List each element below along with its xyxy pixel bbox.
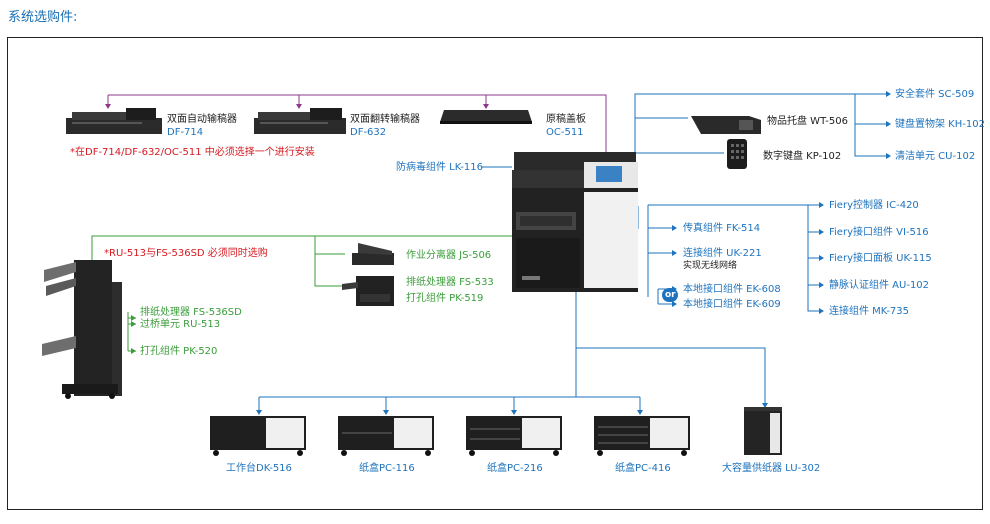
large-capacity-tray-icon	[744, 407, 782, 455]
au102-label: 静脉认证组件 AU-102	[829, 280, 930, 291]
or-badge-icon	[662, 288, 678, 302]
page-title: 系统选购件:	[8, 10, 78, 25]
paper-cabinet-icon	[338, 416, 434, 456]
pc116-label: 纸盒PC-116	[359, 463, 415, 474]
right-top-connector	[634, 93, 890, 157]
tray-label: 物品托盘 WT-506	[767, 116, 848, 127]
finisher-note: *RU-513与FS-536SD 必须同时选购	[104, 248, 268, 259]
paper-cabinet-icon	[594, 416, 690, 456]
fs536-label: 排纸处理器 FS-536SD	[140, 307, 242, 318]
finisher-icon	[42, 260, 122, 399]
paper-cabinet-icon	[210, 416, 306, 456]
keypad-icon	[727, 139, 747, 169]
pk520-label: 打孔组件 PK-520	[140, 346, 218, 357]
fiery-uk115-label: Fiery接口面板 UK-115	[829, 253, 932, 264]
doc-feeder-icon	[66, 108, 162, 134]
inner-finisher-icon	[342, 276, 394, 306]
mk735-label: 连接组件 MK-735	[829, 306, 910, 317]
lu302-label: 大容量供纸器 LU-302	[722, 463, 821, 474]
diagram-frame	[7, 37, 983, 510]
fs533-label: 排纸处理器 FS-533	[406, 277, 494, 288]
oc511-name: 原稿盖板	[546, 114, 586, 125]
job-separator-icon	[352, 243, 394, 265]
wireless-sub-label: 实现无线网络	[683, 261, 738, 271]
or-badge: or	[665, 290, 676, 300]
doc-feeder-note: *在DF-714/DF-632/OC-511 中必须选择一个进行安装	[70, 147, 315, 158]
keyboard-holder-label: 键盘置物架 KH-102	[895, 119, 985, 130]
cleaning-label: 清洁单元 CU-102	[895, 151, 976, 162]
mfp-printer-icon	[512, 152, 638, 292]
pc416-label: 纸盒PC-416	[615, 463, 671, 474]
security-label: 安全套件 SC-509	[895, 89, 975, 100]
oc511-code: OC-511	[546, 127, 584, 138]
wireless-label: 连接组件 UK-221	[683, 248, 762, 259]
ru513-label: 过桥单元 RU-513	[140, 319, 221, 330]
pc216-label: 纸盒PC-216	[487, 463, 543, 474]
df632-code: DF-632	[350, 127, 387, 138]
df714-code: DF-714	[167, 127, 204, 138]
df714-name: 双面自动输稿器	[167, 114, 237, 125]
antibac-label: 防病毒组件 LK-116	[396, 162, 483, 173]
tray-icon	[691, 116, 761, 134]
dk516-label: 工作台DK-516	[226, 463, 292, 474]
fax-label: 传真组件 FK-514	[683, 223, 761, 234]
ek609-label: 本地接口组件 EK-609	[683, 299, 781, 310]
original-cover-icon	[440, 110, 532, 124]
fiery-ic420-label: Fiery控制器 IC-420	[829, 200, 919, 211]
paper-cabinet-icon	[466, 416, 562, 456]
fiery-vi516-label: Fiery接口组件 VI-516	[829, 227, 929, 238]
pk519-label: 打孔组件 PK-519	[406, 293, 484, 304]
ek608-label: 本地接口组件 EK-608	[683, 284, 781, 295]
bottom-connector	[258, 292, 766, 412]
js506-label: 作业分离器 JS-506	[406, 250, 492, 261]
df632-name: 双面翻转输稿器	[350, 114, 420, 125]
doc-feeder-icon	[254, 108, 346, 134]
keypad-label: 数字键盘 KP-102	[763, 151, 842, 162]
feeder-connector	[107, 94, 607, 156]
